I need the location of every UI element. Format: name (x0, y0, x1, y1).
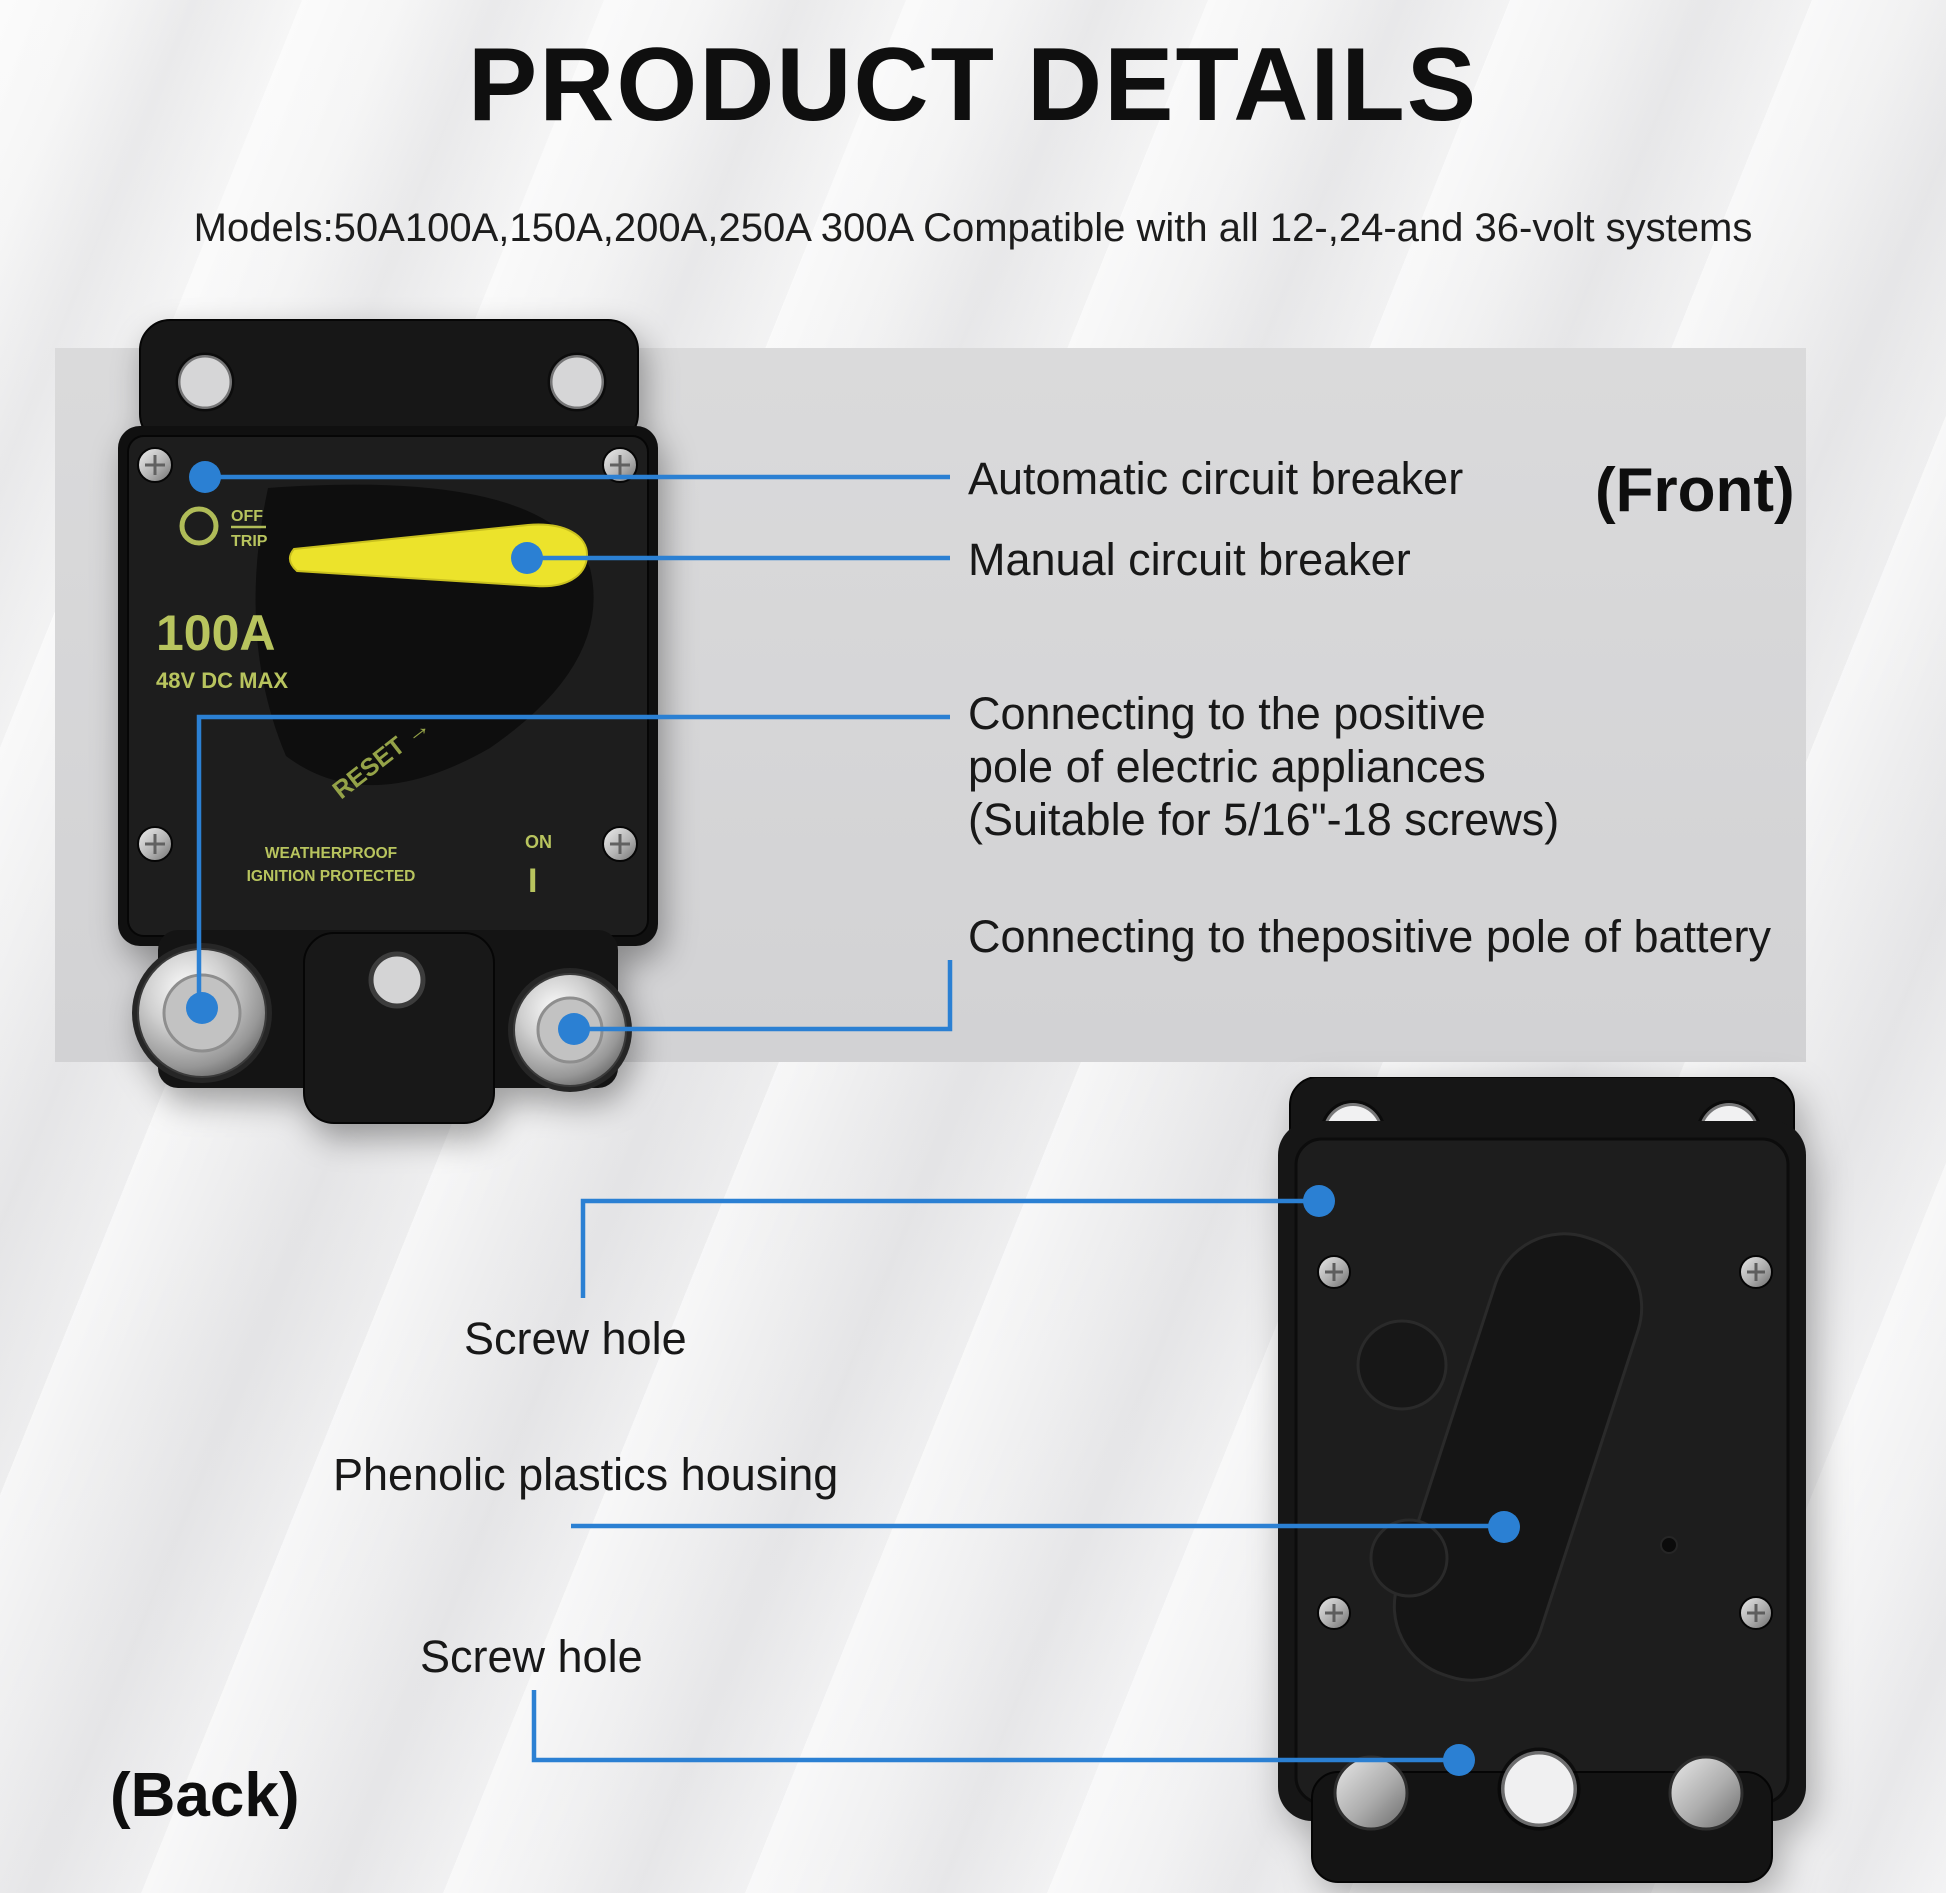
callout-label-screw-bottom: Screw hole (420, 1631, 643, 1682)
back-bottom-flange (1311, 1747, 1773, 1883)
front-bottom-section (132, 930, 632, 1124)
callout-label-appliances: Connecting to the positive pole of elect… (968, 687, 1559, 846)
back-center-hole-rim (1497, 1747, 1581, 1831)
front-mount-hole-left-rim (175, 352, 235, 412)
back-screw-bottom-left (1317, 1596, 1351, 1630)
back-screw-top-left (1317, 1255, 1351, 1289)
front-mount-hole-right (550, 355, 604, 409)
callout-line-screw-top (580, 1198, 1313, 1298)
back-round-boss-bottom (1369, 1518, 1449, 1598)
back-center-hole (1501, 1751, 1577, 1827)
back-rivet-left (1333, 1755, 1409, 1831)
on-label: ON (525, 832, 552, 852)
weatherproof-label: WEATHERPROOF (265, 845, 397, 862)
back-lever-housing (1392, 1232, 1644, 1682)
front-top-flange (139, 319, 639, 445)
back-screw-bottom-right (1739, 1596, 1773, 1630)
appliances-line-3: (Suitable for 5/16"-18 screws) (968, 794, 1560, 845)
terminal-stud-right (508, 968, 632, 1092)
face-screw-top-left (137, 447, 173, 483)
terminal-stud-left (132, 943, 272, 1083)
callout-label-housing: Phenolic plastics housing (333, 1449, 839, 1500)
front-breaker-photo: OFF TRIP 100A 48V DC MAX RESET → WEATHER… (118, 319, 658, 1124)
back-screw-top-right (1739, 1255, 1773, 1289)
face-screw-bottom-left (137, 826, 173, 862)
face-screw-top-right (602, 447, 638, 483)
callout-label-manual: Manual circuit breaker (968, 534, 1411, 585)
amp-rating: 100A (156, 605, 276, 661)
appliances-line-1: Connecting to the positive (968, 688, 1486, 739)
on-symbol: I (528, 862, 537, 900)
back-rivet-right (1668, 1755, 1744, 1831)
back-round-boss-top (1356, 1319, 1448, 1411)
ignition-protected-label: IGNITION PROTECTED (247, 868, 416, 885)
face-screw-bottom-right (602, 826, 638, 862)
back-screws (1317, 1255, 1773, 1630)
callout-label-automatic: Automatic circuit breaker (968, 453, 1464, 504)
front-mount-hole-right-rim (547, 352, 607, 412)
trip-label: TRIP (231, 533, 268, 550)
callout-label-battery: Connecting to thepositive pole of batter… (968, 911, 1772, 962)
off-trip-ring-icon (179, 506, 219, 546)
back-body (1278, 1121, 1806, 1821)
back-breaker-photo (1278, 1077, 1806, 1883)
back-pin-hole (1660, 1536, 1678, 1554)
voltage-rating: 48V DC MAX (156, 668, 288, 693)
front-mount-hole-left (178, 355, 232, 409)
front-side-label: (Front) (1595, 456, 1795, 525)
page-title: PRODUCT DETAILS (467, 27, 1479, 143)
back-side-label: (Back) (110, 1761, 300, 1830)
callout-label-screw-top: Screw hole (464, 1313, 687, 1364)
off-label: OFF (231, 508, 263, 525)
models-subtitle: Models:50A100A,150A,200A,250A 300A Compa… (193, 206, 1753, 250)
appliances-line-2: pole of electric appliances (968, 741, 1486, 792)
front-center-hole (368, 951, 426, 1009)
